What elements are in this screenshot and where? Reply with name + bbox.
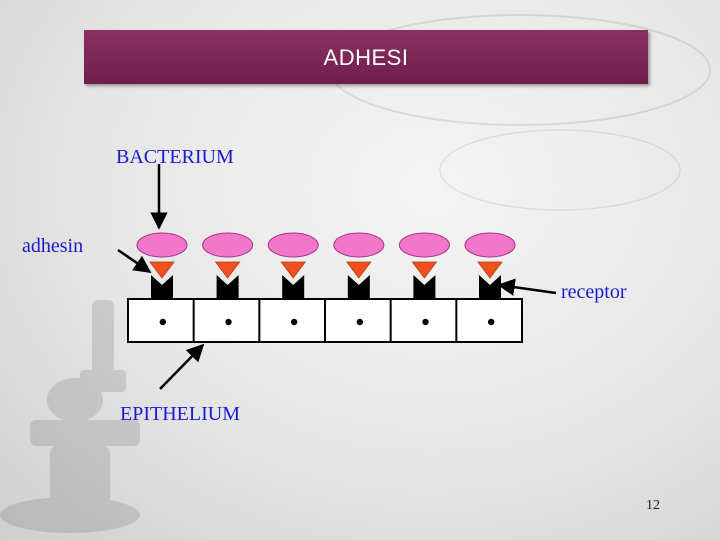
receptor-label: receptor: [561, 281, 627, 303]
adhesin-arrow: [117, 248, 152, 274]
adhesin-receptor-6: [477, 261, 503, 279]
bacterium-label: BACTERIUM: [116, 146, 234, 168]
cell-nucleus-5: [422, 318, 429, 326]
adhesin-receptor-5: [411, 261, 438, 279]
receptor-stalk-1: [151, 275, 173, 299]
bacterium-6: [464, 232, 516, 258]
cell-nucleus-1: [159, 318, 167, 326]
adhesin-receptor-4: [346, 261, 372, 279]
slide-title: ADHESI: [323, 45, 409, 70]
receptor-arrow: [497, 278, 557, 296]
title-bar: ADHESI: [84, 30, 648, 84]
epithelium-cell-strip: [127, 298, 523, 343]
bacterium-1: [136, 232, 188, 258]
cell-nucleus-3: [290, 318, 298, 326]
bacterium-4: [333, 232, 385, 258]
bacterium-5: [398, 232, 450, 258]
receptor-stalk-2: [216, 275, 239, 299]
cell-nucleus-2: [225, 318, 232, 326]
epithelium-cells: [159, 299, 495, 342]
page-number: 12: [646, 498, 660, 513]
bacteria-row: [136, 232, 516, 258]
epithelium-arrow: [159, 343, 205, 390]
cell-nucleus-6: [487, 318, 495, 326]
adhesin-receptor-3: [280, 261, 306, 279]
receptor-stalk-5: [413, 275, 436, 299]
receptor-row: [149, 261, 503, 299]
bacterium-2: [202, 232, 254, 258]
adhesin-receptor-2: [214, 261, 241, 279]
epithelium-label: EPITHELIUM: [120, 403, 240, 425]
receptor-stalk-4: [347, 275, 370, 299]
adhesin-label: adhesin: [22, 235, 84, 257]
receptor-stalk-6: [479, 275, 501, 299]
bacterium-3: [267, 232, 319, 258]
cell-nucleus-4: [356, 318, 364, 326]
adhesin-receptor-1: [149, 261, 175, 279]
receptor-stalk-3: [282, 275, 305, 299]
